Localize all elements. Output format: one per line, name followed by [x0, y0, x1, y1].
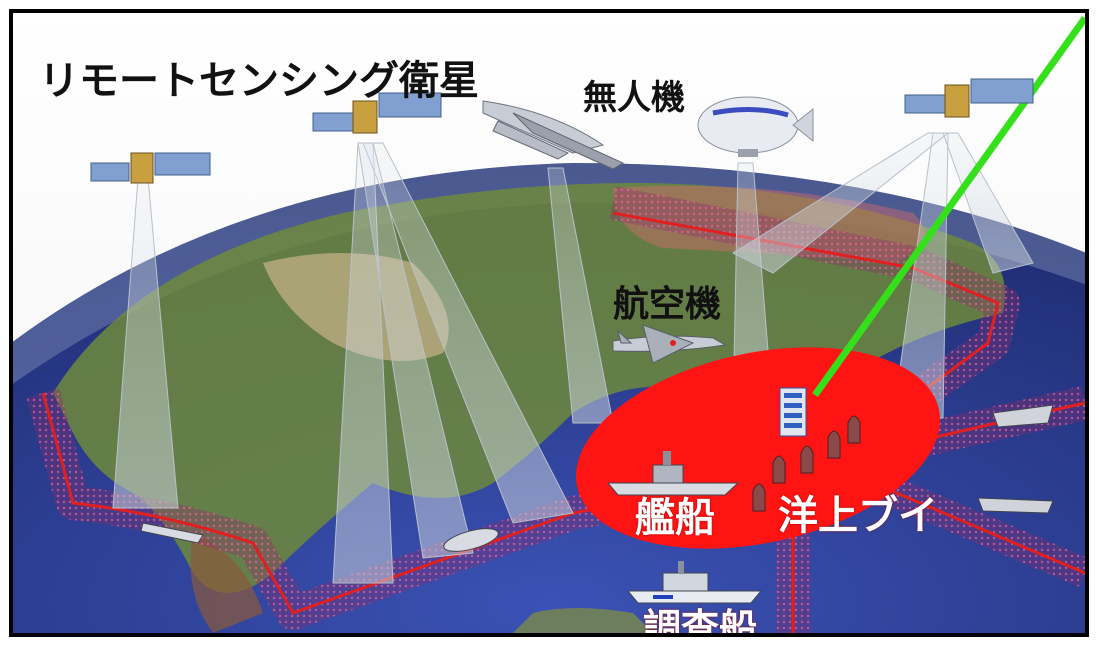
airship-icon: [697, 96, 814, 157]
survey-ship-icon: [626, 561, 763, 604]
beam-sat2c: [357, 142, 474, 559]
route-line-east: [872, 481, 1085, 575]
cargo-ship-1-icon: [140, 522, 204, 544]
diagram-canvas: [13, 13, 1085, 633]
label-satellite: リモートセンシング衛星: [39, 58, 479, 104]
satellite-2-icon: [312, 92, 442, 134]
beam-sat3c: [942, 132, 1034, 274]
label-aircraft: 航空機: [613, 284, 722, 325]
satellite-1-icon: [90, 152, 211, 184]
building-icon: [779, 387, 807, 437]
warship-icon: [606, 451, 740, 496]
land-islands: [513, 608, 653, 633]
label-uav: 無人機: [583, 78, 685, 118]
diagram-frame: リモートセンシング衛星 無人機 航空機 艦船 洋上ブイ 調査船: [9, 9, 1089, 637]
beam-sat2b: [362, 142, 574, 524]
comm-link-line: [812, 15, 1085, 398]
beam-sat3b: [731, 132, 950, 274]
uav-icon: [482, 100, 625, 170]
target-area: [575, 347, 941, 549]
land-south: [190, 533, 263, 633]
buoy-group-icon: [752, 415, 861, 512]
cargo-ship-3-icon: [992, 404, 1054, 428]
aircraft-icon: [612, 324, 727, 364]
label-warship: 艦船: [635, 495, 715, 541]
label-survey-ship: 調査船: [643, 606, 758, 637]
route-line-main: [41, 392, 1085, 615]
cargo-ship-4-icon: [977, 497, 1054, 514]
label-buoy: 洋上ブイ: [778, 493, 938, 539]
cargo-ship-2-icon: [443, 528, 499, 552]
satellite-3-icon: [904, 78, 1034, 118]
